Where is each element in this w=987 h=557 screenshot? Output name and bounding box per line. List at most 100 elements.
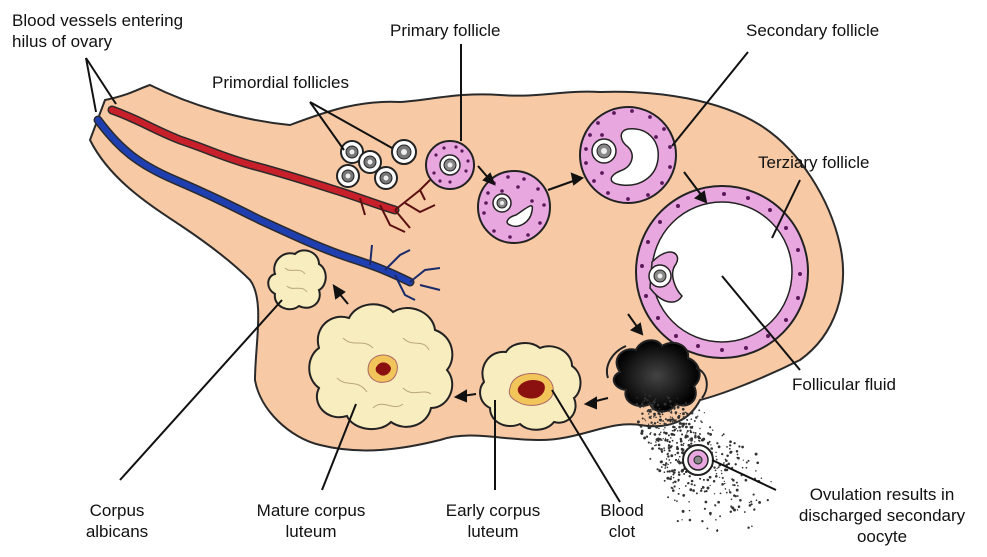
spray-dot bbox=[725, 488, 727, 490]
spray-dot bbox=[683, 443, 684, 444]
spray-dot bbox=[679, 488, 680, 489]
spray-dot bbox=[689, 438, 690, 439]
spray-dot bbox=[693, 432, 695, 434]
spray-dot bbox=[664, 439, 667, 442]
spray-dot bbox=[670, 437, 672, 439]
spray-dot bbox=[715, 456, 716, 457]
spray-dot bbox=[729, 448, 731, 450]
spray-dot bbox=[700, 420, 702, 422]
label-early-corpus-luteum: Early corpus luteum bbox=[428, 500, 558, 542]
spray-dot bbox=[753, 494, 755, 496]
spray-dot bbox=[661, 466, 663, 468]
spray-dot bbox=[697, 435, 700, 438]
spray-dot bbox=[728, 464, 729, 465]
spray-dot bbox=[639, 406, 641, 408]
spray-dot bbox=[655, 417, 657, 419]
spray-dot bbox=[735, 463, 737, 465]
spray-dot bbox=[677, 416, 680, 419]
spray-dot bbox=[636, 397, 637, 398]
spray-dot bbox=[665, 465, 667, 467]
spray-dot bbox=[746, 467, 748, 469]
spray-dot bbox=[663, 438, 664, 439]
spray-dot bbox=[665, 438, 666, 439]
spray-dot bbox=[671, 469, 674, 472]
spray-dot bbox=[642, 417, 644, 419]
spray-dot bbox=[664, 467, 666, 469]
spray-dot bbox=[751, 525, 753, 527]
terziary-follicle bbox=[636, 186, 808, 358]
spray-dot bbox=[641, 430, 644, 433]
spray-dot bbox=[715, 475, 718, 478]
spray-dot bbox=[664, 480, 666, 482]
spray-dot bbox=[726, 492, 728, 494]
spray-dot bbox=[649, 410, 652, 413]
spray-dot bbox=[654, 403, 655, 404]
spray-dot bbox=[641, 403, 644, 406]
spray-dot bbox=[681, 439, 682, 440]
spray-dot bbox=[710, 447, 713, 450]
spray-dot bbox=[657, 421, 659, 423]
spray-dot bbox=[724, 481, 725, 482]
spray-dot bbox=[704, 508, 706, 510]
spray-dot bbox=[659, 434, 661, 436]
spray-dot bbox=[677, 398, 678, 399]
spray-dot bbox=[667, 396, 668, 397]
spray-dot bbox=[713, 480, 714, 481]
spray-dot bbox=[682, 510, 685, 513]
spray-dot bbox=[718, 445, 721, 448]
spray-dot bbox=[657, 404, 659, 406]
spray-dot bbox=[683, 423, 685, 425]
label-terziary-follicle: Terziary follicle bbox=[758, 152, 869, 173]
spray-dot bbox=[641, 412, 643, 414]
spray-dot bbox=[694, 484, 696, 486]
spray-dot bbox=[658, 447, 660, 449]
spray-dot bbox=[672, 474, 674, 476]
spray-dot bbox=[726, 446, 728, 448]
spray-dot bbox=[649, 395, 651, 397]
spray-dot bbox=[650, 442, 652, 444]
spray-dot bbox=[686, 413, 688, 415]
spray-dot bbox=[646, 436, 648, 438]
label-ovulation: Ovulation results in discharged secondar… bbox=[778, 484, 986, 547]
spray-dot bbox=[667, 419, 669, 421]
spray-dot bbox=[729, 444, 731, 446]
spray-dot bbox=[674, 481, 676, 483]
spray-dot bbox=[702, 486, 703, 487]
spray-dot bbox=[660, 432, 662, 434]
spray-dot bbox=[678, 459, 679, 460]
spray-dot bbox=[721, 470, 722, 471]
spray-dot bbox=[770, 481, 771, 482]
spray-dot bbox=[746, 461, 748, 463]
spray-dot bbox=[712, 429, 714, 431]
spray-dot bbox=[717, 529, 718, 530]
spray-dot bbox=[715, 519, 717, 521]
spray-dot bbox=[672, 417, 673, 418]
spray-dot bbox=[674, 499, 676, 501]
spray-dot bbox=[690, 418, 692, 420]
spray-dot bbox=[690, 426, 693, 429]
spray-dot bbox=[689, 519, 692, 522]
spray-dot bbox=[663, 447, 665, 449]
spray-dot bbox=[726, 469, 728, 471]
spray-dot bbox=[676, 428, 677, 429]
spray-dot bbox=[698, 409, 700, 411]
spray-dot bbox=[718, 466, 720, 468]
spray-dot bbox=[687, 482, 689, 484]
spray-dot bbox=[670, 412, 672, 414]
spray-dot bbox=[658, 469, 661, 472]
spray-dot bbox=[672, 440, 674, 442]
spray-dot bbox=[670, 421, 672, 423]
spray-dot bbox=[744, 511, 746, 513]
spray-dot bbox=[723, 433, 725, 435]
label-secondary-follicle: Secondary follicle bbox=[746, 20, 879, 41]
spray-dot bbox=[659, 438, 662, 441]
spray-dot bbox=[689, 475, 691, 477]
spray-dot bbox=[659, 419, 661, 421]
spray-dot bbox=[666, 458, 667, 459]
spray-dot bbox=[749, 502, 750, 503]
spray-dot bbox=[674, 429, 676, 431]
spray-dot bbox=[716, 468, 717, 469]
spray-dot bbox=[674, 454, 676, 456]
spray-dot bbox=[677, 480, 679, 482]
